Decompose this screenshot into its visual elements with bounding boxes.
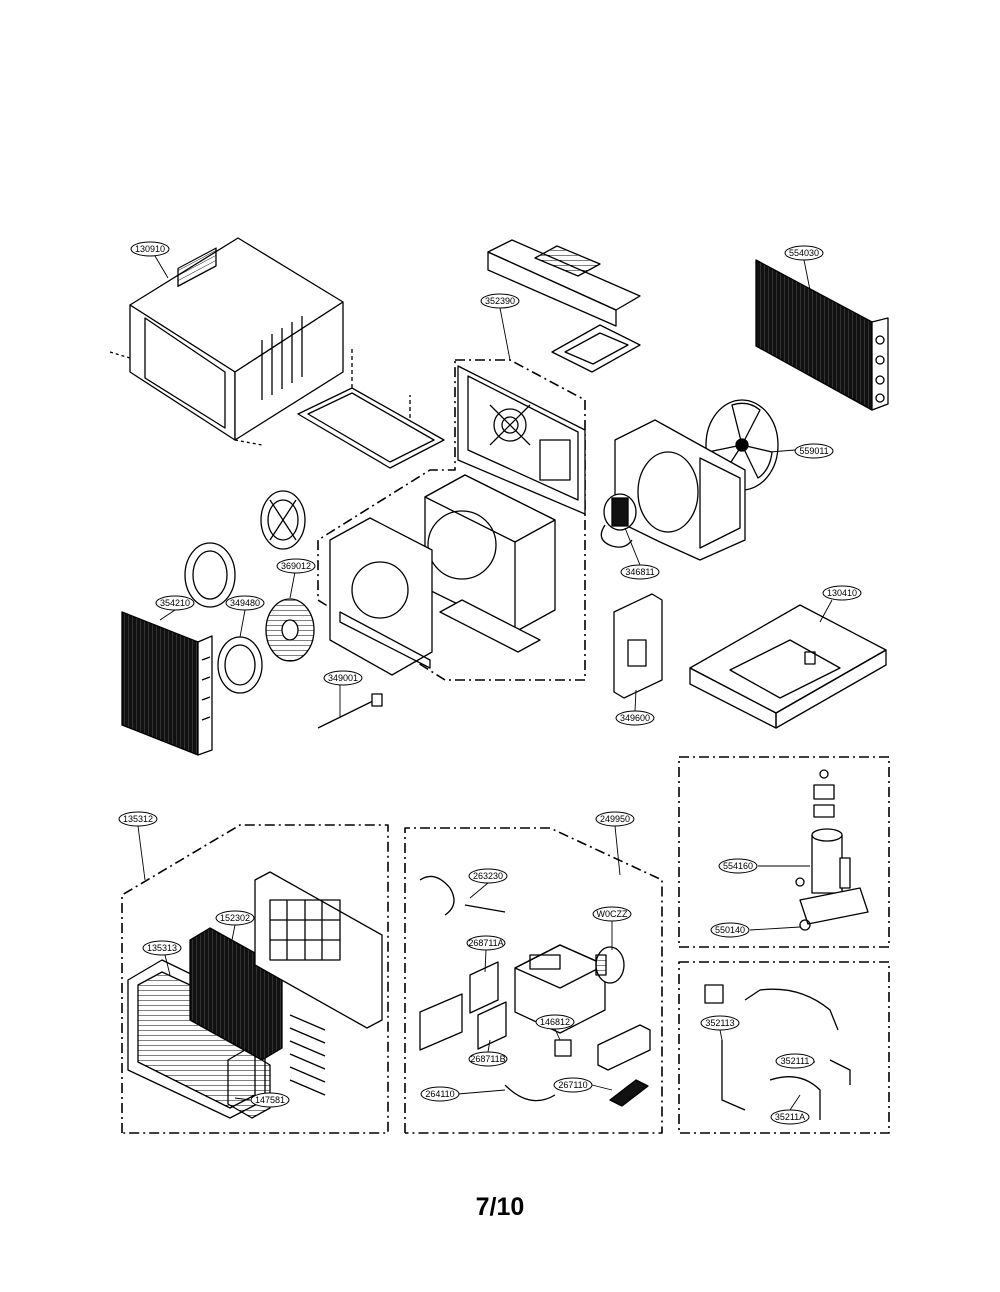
callout-text: 35211A — [775, 1112, 805, 1122]
top-cover-part — [487, 239, 641, 327]
callout-text: 268711B — [470, 1054, 505, 1064]
capacitor-part — [595, 946, 625, 984]
callout-152302: 152302 — [215, 910, 255, 926]
tubing-frame — [678, 961, 890, 1134]
callout-text: 554160 — [723, 861, 753, 871]
fan-shroud-part — [184, 542, 236, 608]
callout-369012: 369012 — [276, 558, 316, 574]
callout-130910: 130910 — [130, 241, 170, 257]
scroll-housing-part — [424, 474, 556, 633]
sensor-part — [317, 693, 383, 729]
callout-text: 349600 — [620, 713, 650, 723]
callout-text: 146812 — [540, 1017, 570, 1027]
fan-shroud-panel-part — [614, 419, 746, 561]
callout-263230: 263230 — [468, 868, 508, 884]
callout-146812: 146812 — [535, 1014, 575, 1030]
callout-135312: 135312 — [118, 811, 158, 827]
callout-text: 267110 — [558, 1080, 587, 1090]
control-bracket-part — [613, 593, 663, 699]
callout-text: 554030 — [789, 248, 819, 258]
callout-text: 352113 — [705, 1018, 734, 1028]
fan-shroud-ring-part — [260, 490, 306, 550]
control-box-part — [514, 944, 606, 1034]
callout-text: 559011 — [799, 446, 828, 456]
fan-motor-part — [600, 493, 637, 548]
callout-text: 264110 — [425, 1089, 454, 1099]
callout-35211A: 35211A — [770, 1109, 810, 1125]
callout-text: 352111 — [781, 1056, 810, 1066]
callout-text: 147581 — [255, 1095, 285, 1105]
callout-text: 369012 — [281, 561, 311, 571]
callout-559011: 559011 — [794, 443, 834, 459]
callout-268711B: 268711B — [468, 1051, 508, 1067]
tubing-part — [704, 984, 851, 1120]
callout-text: 135312 — [123, 814, 153, 824]
bracket-part — [551, 324, 641, 373]
page-number: 7/10 — [475, 1193, 525, 1221]
callout-text: 352390 — [485, 296, 515, 306]
compressor-part — [795, 769, 869, 931]
callout-267110: 267110 — [553, 1077, 593, 1093]
pcb-part — [419, 961, 507, 1051]
callout-text: W0CZZ — [597, 909, 628, 919]
front-grille-frame — [121, 824, 389, 1134]
callout-text: 550140 — [715, 925, 745, 935]
display-panel-part — [597, 1024, 651, 1071]
callout-text: 135313 — [147, 943, 177, 953]
callout-352111: 352111 — [775, 1053, 815, 1069]
base-pan-part — [689, 604, 887, 729]
callout-text: 249950 — [600, 814, 630, 824]
callout-text: 268711A — [468, 938, 503, 948]
blower-wheel-part — [265, 598, 315, 662]
condenser-coil-part — [755, 259, 889, 411]
callout-349480: 349480 — [225, 595, 265, 611]
drain-strip-part — [439, 599, 541, 653]
partition-panel-part — [457, 365, 586, 515]
callout-text: 152302 — [220, 913, 250, 923]
callout-text: 349001 — [328, 673, 358, 683]
harness-part — [419, 875, 506, 916]
base-plate-part — [297, 346, 445, 469]
evaporator-coil-part — [121, 611, 213, 756]
louver-set-part — [289, 1014, 326, 1096]
callout-346811: 346811 — [620, 564, 660, 580]
callout-text: 263230 — [473, 871, 503, 881]
callout-354210: 354210 — [155, 595, 195, 611]
callout-135313: 135313 — [142, 940, 182, 956]
callout-text: 130910 — [135, 244, 165, 254]
callout-text: 346811 — [625, 567, 654, 577]
callout-349600: 349600 — [615, 710, 655, 726]
remote-part — [609, 1079, 649, 1107]
callout-130410: 130410 — [822, 585, 862, 601]
callout-text: 130410 — [827, 588, 857, 598]
callout-249950: 249950 — [595, 811, 635, 827]
callout-text: 354210 — [160, 598, 190, 608]
orifice-panel-part — [329, 517, 433, 676]
callout-349001: 349001 — [323, 670, 363, 686]
callout-264110: 264110 — [420, 1086, 460, 1102]
callout-147581: 147581 — [250, 1092, 290, 1108]
control-box-frame — [404, 827, 663, 1134]
compressor-frame — [678, 756, 890, 948]
wire-part — [504, 1084, 556, 1102]
callout-text: 349480 — [230, 598, 260, 608]
inner-grille-part — [254, 871, 383, 1029]
callout-554160: 554160 — [718, 858, 758, 874]
callout-W0CZZ: W0CZZ — [592, 906, 632, 922]
callout-554030: 554030 — [784, 245, 824, 261]
cabinet-part — [109, 237, 344, 446]
callout-352390: 352390 — [480, 293, 520, 309]
relay-part — [554, 1039, 572, 1057]
callout-268711A: 268711A — [466, 935, 506, 951]
orifice-ring-part — [217, 636, 263, 694]
callout-550140: 550140 — [710, 922, 750, 938]
callout-352113: 352113 — [700, 1015, 740, 1031]
